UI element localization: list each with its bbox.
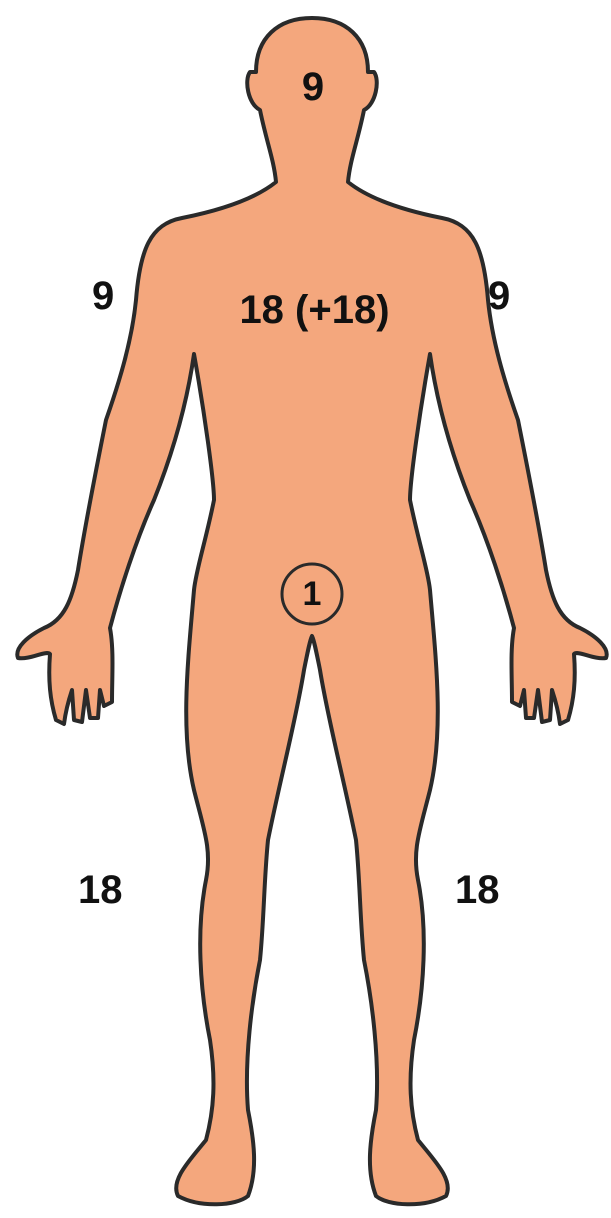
right-arm-percentage-label: 9 — [488, 276, 510, 316]
left-leg-percentage-label: 18 — [78, 870, 123, 910]
right-leg-percentage-label: 18 — [455, 870, 500, 910]
torso-percentage-label: 18 (+18) — [196, 273, 433, 347]
left-arm-percentage-label: 9 — [92, 276, 114, 316]
perineum-percentage-label: 1 — [280, 562, 344, 626]
head-percentage-label: 9 — [279, 55, 347, 119]
